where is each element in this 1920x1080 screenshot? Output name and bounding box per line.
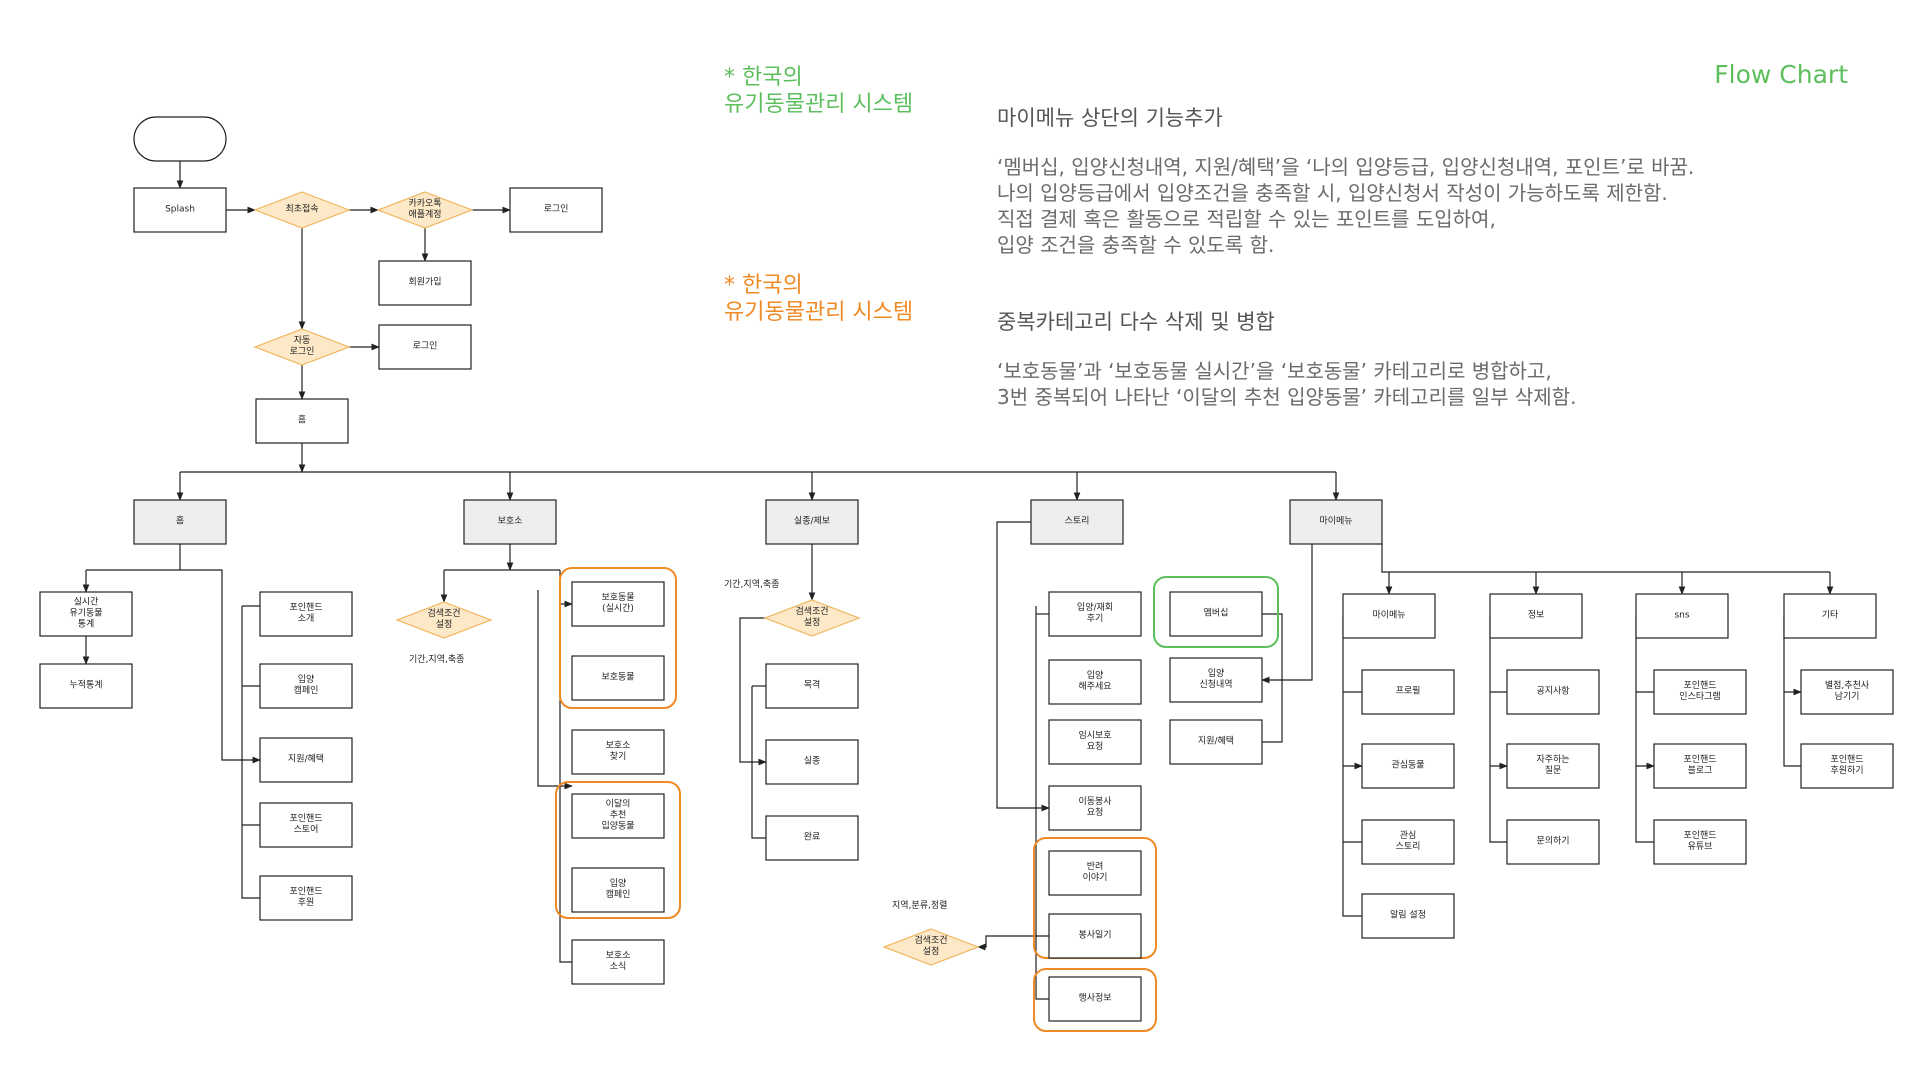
connector [559, 604, 572, 963]
connector [996, 521, 1050, 812]
h-story-box [1030, 499, 1124, 545]
interest-story-box [1361, 819, 1455, 865]
month-recommend-box [571, 793, 665, 839]
login2-box [378, 324, 472, 370]
witness-box [765, 663, 859, 709]
faq-box [1506, 743, 1600, 789]
section1-title: 마이메뉴 상단의 기능추가 [997, 106, 1223, 130]
ph-instagram-box [1653, 669, 1747, 715]
interest-animals-box [1361, 743, 1455, 789]
chart-title: Flow Chart [1714, 60, 1848, 89]
notice-box [1506, 669, 1600, 715]
connector [1783, 616, 1801, 767]
start-terminal [133, 116, 227, 162]
legend-green: * 한국의 유기동물관리 시스템 [724, 65, 914, 117]
orange-frame-event [1033, 968, 1157, 1032]
green-frame-membership [1153, 576, 1279, 648]
connector [1342, 616, 1362, 917]
ph-sponsor2-box [1800, 743, 1894, 789]
ph-blog-box [1653, 743, 1747, 789]
connector [537, 590, 573, 790]
info-box [1489, 593, 1583, 639]
connector [241, 606, 260, 899]
etc-box [1783, 593, 1877, 639]
shelter-news-box [571, 939, 665, 985]
connector [1035, 606, 1049, 1000]
protected-realtime-box [571, 581, 665, 627]
first-access-diamond [253, 191, 351, 229]
complete-box [765, 815, 859, 861]
connector [1635, 616, 1654, 843]
connector [977, 935, 1049, 951]
ph-intro-box [259, 591, 353, 637]
companion-story-box [1048, 850, 1142, 896]
missing-filter-note: 기간,지역,축종 [724, 580, 780, 590]
search-cond3-diamond [882, 928, 980, 966]
section2-body: ‘보호동물’과 ‘보호동물 실시간’을 ‘보호동물’ 카테고리로 병합하고, 3… [997, 359, 1577, 409]
home-box [255, 398, 349, 444]
connector [1262, 613, 1283, 743]
temp-protect-box [1048, 719, 1142, 765]
adopt-campaign1-box [259, 663, 353, 709]
splash-box [133, 187, 227, 233]
adopt-review-box [1048, 591, 1142, 637]
ph-store-box [259, 802, 353, 848]
shelter-filter-note: 기간,지역,축종 [409, 655, 465, 665]
volunteer-diary-box [1048, 913, 1142, 959]
sns-box [1635, 593, 1729, 639]
signup-box [378, 260, 472, 306]
realtime-stats-box [39, 591, 133, 637]
login1-box [509, 187, 603, 233]
connector [751, 686, 766, 839]
connector [1381, 544, 1830, 573]
h-missing-box [765, 499, 859, 545]
adopt-please-box [1048, 659, 1142, 705]
story-filter-note: 지역,분류,정렬 [892, 901, 948, 911]
search-cond2-diamond [763, 599, 861, 637]
h-shelter-box [463, 499, 557, 545]
auto-login-diamond [253, 328, 351, 366]
notification-settings-box [1361, 893, 1455, 939]
find-shelter-box [571, 729, 665, 775]
ph-youtube-box [1653, 819, 1747, 865]
inquiry-box [1506, 819, 1600, 865]
connector [180, 569, 261, 764]
connector [739, 617, 767, 766]
search-cond1-diamond [395, 601, 493, 639]
protected-box [571, 655, 665, 701]
connector [1261, 544, 1313, 684]
missing-box [765, 739, 859, 785]
orange-frame-recommend [555, 781, 681, 919]
support-benefit1-box [259, 737, 353, 783]
h-home-box [133, 499, 227, 545]
connector [1489, 616, 1507, 843]
adopt-campaign2-box [571, 867, 665, 913]
section2-title: 중복카테고리 다수 삭제 및 병합 [997, 310, 1275, 334]
kakao-diamond [376, 191, 474, 229]
cumulative-stats-box [39, 663, 133, 709]
legend-orange: * 한국의 유기동물관리 시스템 [724, 273, 914, 325]
ph-sponsor-box [259, 875, 353, 921]
h-mymenu-box [1289, 499, 1383, 545]
review-recommend-box [1800, 669, 1894, 715]
profile-box [1361, 669, 1455, 715]
section1-body: ‘멤버십, 입양신청내역, 지원/혜택’을 ‘나의 입양등급, 입양신청내역, … [997, 155, 1695, 257]
mymenu-sub-box [1342, 593, 1436, 639]
event-info-box [1048, 976, 1142, 1022]
transport-volunteer-box [1048, 785, 1142, 831]
support-benefit2-box [1169, 719, 1263, 765]
adopt-application-box [1169, 657, 1263, 703]
membership-box [1169, 591, 1263, 637]
orange-frame-protected [559, 567, 677, 709]
